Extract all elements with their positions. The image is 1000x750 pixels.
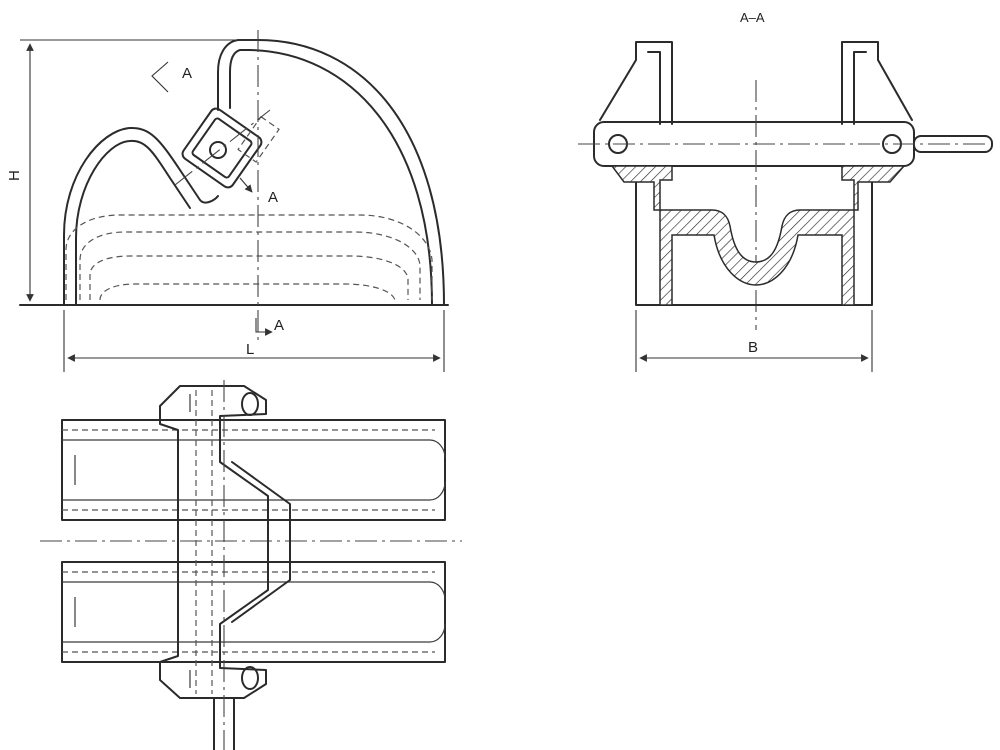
clamp-left-outer [63, 126, 219, 306]
section-mark-bottom: A [274, 317, 284, 334]
plan-bolt-hole-top [241, 392, 259, 416]
section-mark-top: A [182, 65, 192, 82]
bolt-block [181, 107, 280, 189]
dim-h-label: H [6, 170, 23, 181]
plan-bolt-hole-bottom [241, 666, 259, 690]
outer-shell [257, 39, 445, 306]
section-view: A–A B [578, 10, 993, 372]
rib-lower [61, 561, 446, 663]
hidden-contour-2 [79, 231, 421, 300]
dim-b-label: B [748, 339, 758, 356]
hook-right-inner [853, 51, 867, 125]
section-arrow-bottom [255, 318, 273, 336]
hidden-contour-1 [65, 214, 433, 300]
hook-left-inner [647, 51, 661, 125]
inner-shell [249, 49, 433, 306]
hook-right [841, 41, 913, 125]
section-mark-side: A [268, 189, 278, 206]
rib-upper [61, 419, 446, 521]
hidden-contour-3 [89, 255, 409, 300]
plan-view [40, 380, 462, 750]
body-outline [635, 174, 873, 306]
section-arrow-top [151, 61, 169, 93]
clamp-hidden [195, 390, 213, 694]
front-view: H L A A A [6, 30, 449, 372]
hook-left [599, 41, 673, 125]
section-title: A–A [740, 10, 765, 25]
plan-bolt-shank [213, 697, 235, 750]
dim-l-label: L [246, 341, 254, 358]
bolt-hole [209, 141, 227, 159]
hidden-contour-4 [99, 283, 396, 301]
rib-lower-contour [62, 581, 446, 643]
hatched-section [610, 165, 906, 306]
center-line-bolt [174, 109, 271, 186]
section-arrow-side [239, 177, 253, 193]
rib-upper-contour [62, 439, 446, 501]
hook-inner [229, 49, 251, 109]
clamp-left-inner [75, 139, 191, 306]
clamp-plan-zigzag [231, 461, 291, 623]
clamp-plan-outline [159, 385, 269, 699]
